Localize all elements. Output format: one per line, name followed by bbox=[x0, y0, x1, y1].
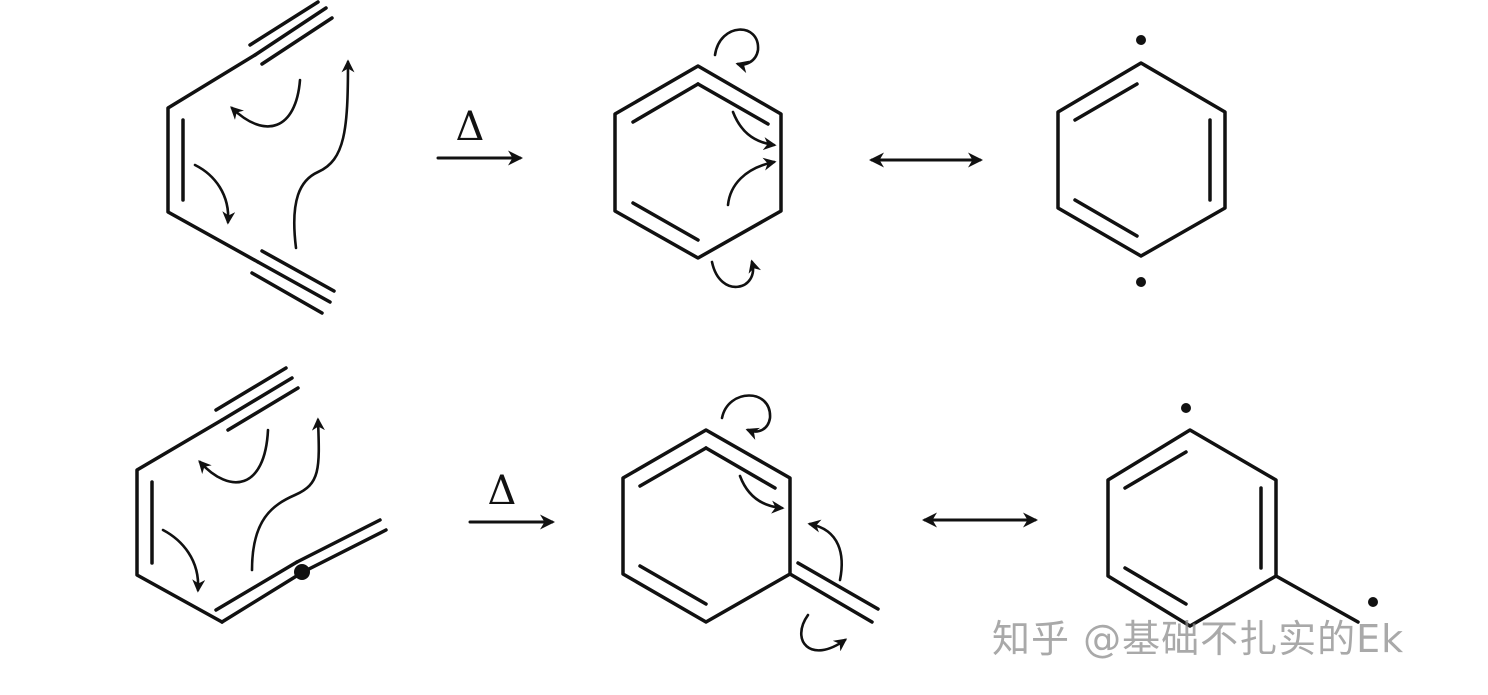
benzene-intermediate-1 bbox=[613, 64, 783, 260]
watermark-text: 知乎 @基础不扎实的Ek bbox=[992, 617, 1405, 661]
cyclized-intermediate-2 bbox=[621, 428, 880, 624]
enediyne-reactant bbox=[166, 0, 336, 315]
radical-dot bbox=[1136, 277, 1146, 287]
electron-arrows-reactant-2 bbox=[161, 417, 325, 593]
electron-arrows-reactant-1 bbox=[193, 59, 355, 250]
p-benzyne-product bbox=[1056, 35, 1227, 287]
allene-center-dot bbox=[294, 564, 310, 580]
radical-dot bbox=[1136, 35, 1146, 45]
reaction-arrow-1: Δ bbox=[436, 104, 523, 166]
enyne-allene-reactant bbox=[135, 366, 388, 624]
didehydrotoluene-product bbox=[1106, 403, 1378, 628]
reaction-arrow-2: Δ bbox=[468, 468, 555, 530]
electron-arrows-intermediate-2 bbox=[720, 394, 848, 652]
electron-arrows-intermediate-1 bbox=[710, 28, 777, 289]
radical-dot bbox=[1181, 403, 1191, 413]
heat-symbol: Δ bbox=[456, 104, 485, 150]
heat-symbol: Δ bbox=[488, 468, 517, 514]
radical-dot bbox=[1368, 597, 1378, 607]
